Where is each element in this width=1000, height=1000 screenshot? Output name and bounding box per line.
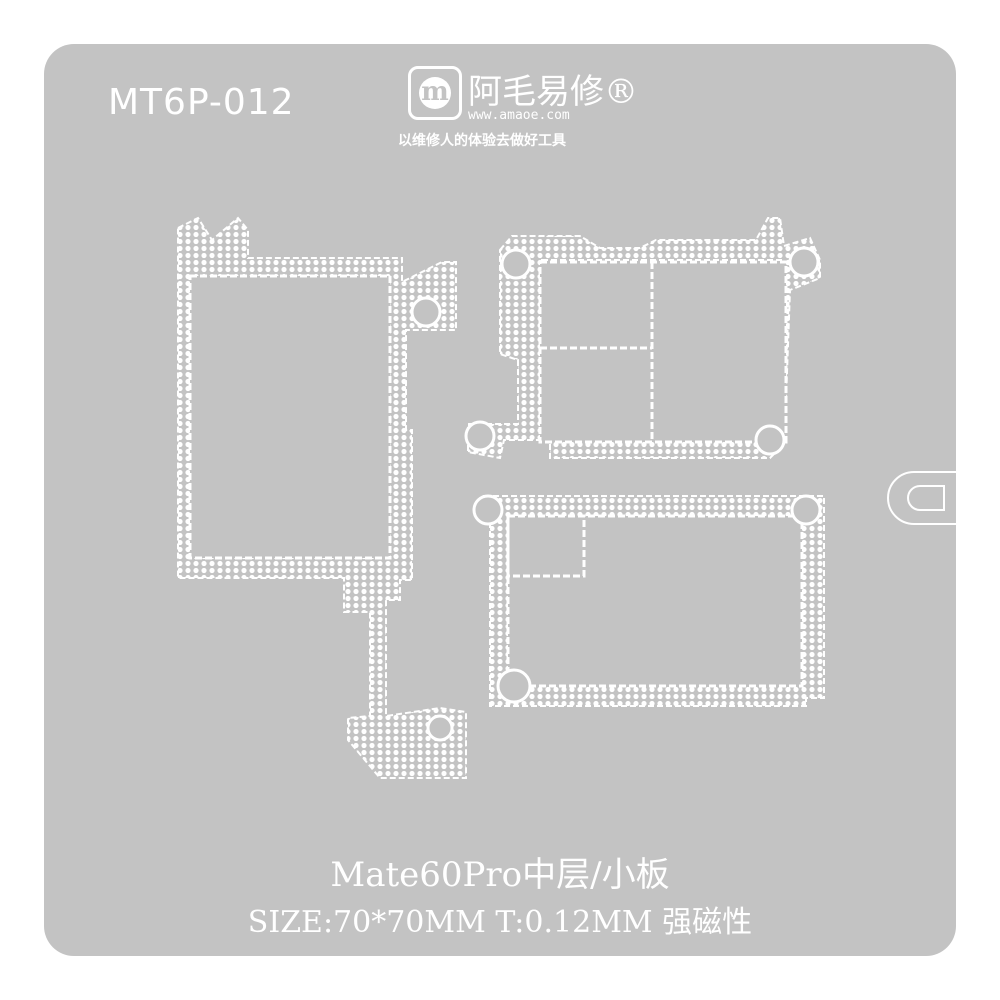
brand-slogan: 以维修人的体验去做好工具	[398, 133, 566, 149]
notch-icon	[887, 471, 956, 525]
product-title: Mate60Pro中层/小板	[330, 855, 670, 895]
logo-icon: m	[408, 66, 462, 120]
bottom-right-frame-stencil	[472, 494, 825, 707]
model-code: MT6P-012	[108, 82, 295, 123]
left-frame-stencil	[177, 216, 467, 779]
logo-letter: m	[419, 77, 451, 109]
brand-block: m 阿毛易修® www.amaoe.com 以维修人的体验去做好工具	[398, 64, 668, 154]
brand-name: 阿毛易修®	[468, 72, 638, 112]
top-right-frame-stencil	[464, 217, 821, 460]
brand-website: www.amaoe.com	[468, 108, 570, 123]
spec-line: SIZE:70*70MM T:0.12MM 强磁性	[247, 905, 753, 940]
